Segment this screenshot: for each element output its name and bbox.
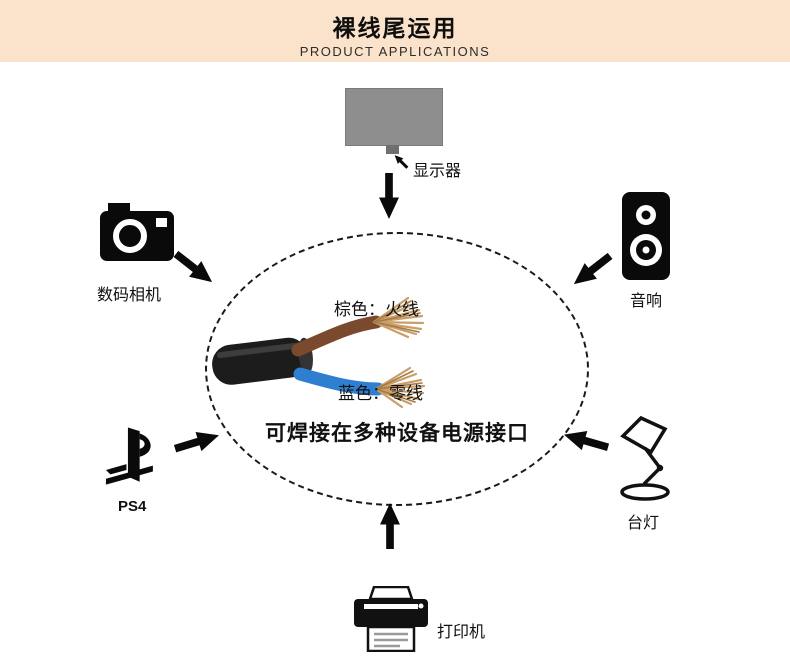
page-title: 裸线尾运用 bbox=[332, 15, 458, 41]
header-banner: 裸线尾运用 PRODUCT APPLICATIONS bbox=[0, 0, 790, 62]
cable-icon bbox=[212, 286, 462, 431]
printer-arrow-icon bbox=[378, 503, 402, 549]
ps4-label: PS4 bbox=[118, 498, 147, 515]
camera-icon bbox=[100, 203, 174, 261]
monitor-pointer-icon bbox=[391, 151, 412, 172]
lamp-label: 台灯 bbox=[627, 515, 660, 532]
brown-wire-label: 棕色：火线 bbox=[334, 300, 419, 319]
camera-arrow-icon bbox=[168, 244, 219, 291]
ps4-logo-icon bbox=[103, 426, 169, 492]
page-subtitle: PRODUCT APPLICATIONS bbox=[299, 44, 491, 59]
center-ellipse bbox=[205, 232, 589, 506]
printer-label: 打印机 bbox=[437, 624, 486, 641]
desk-lamp-icon bbox=[617, 416, 673, 502]
monitor-label: 显示器 bbox=[413, 163, 462, 180]
center-caption: 可焊接在多种设备电源接口 bbox=[265, 422, 529, 445]
camera-label: 数码相机 bbox=[97, 287, 162, 304]
monitor-arrow-icon bbox=[377, 173, 401, 219]
lamp-arrow-icon bbox=[561, 423, 612, 459]
monitor-stand bbox=[386, 145, 399, 154]
monitor-icon bbox=[345, 88, 443, 146]
speaker-icon bbox=[622, 192, 670, 280]
blue-wire-label: 蓝色：零线 bbox=[338, 384, 423, 403]
speaker-arrow-icon bbox=[566, 246, 617, 293]
ps4-arrow-icon bbox=[171, 424, 222, 460]
speaker-label: 音响 bbox=[630, 293, 663, 310]
printer-icon bbox=[352, 586, 430, 652]
